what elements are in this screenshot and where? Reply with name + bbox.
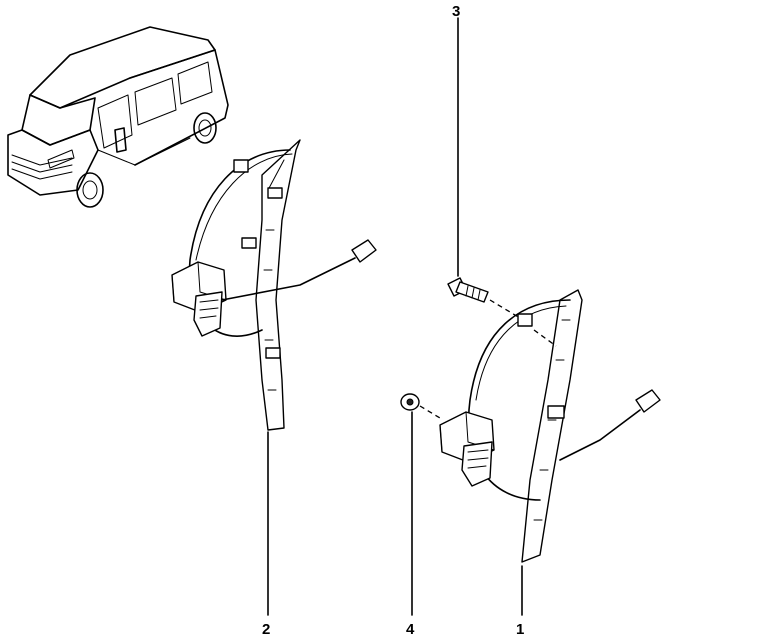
callout-labels: 1 2 3 4 — [262, 3, 524, 638]
mounting-bolt — [447, 17, 557, 347]
cable-clip-right — [517, 313, 533, 327]
callout-1: 1 — [516, 621, 524, 638]
window-regulator-assembly-left — [171, 139, 377, 616]
van-illustration — [7, 26, 229, 208]
callout-3: 3 — [452, 3, 460, 20]
rail-clip-upper — [267, 187, 283, 199]
callout-4: 4 — [406, 621, 415, 638]
harness-connector-left — [351, 239, 377, 263]
harness-connector-right — [635, 389, 661, 413]
rail-clip-middle — [241, 237, 257, 249]
regulator-motor-left — [171, 261, 227, 337]
rail-clip-lower — [265, 347, 281, 359]
cable-clip — [233, 159, 249, 173]
window-regulator-assembly-right — [439, 289, 661, 616]
regulator-motor-right — [439, 411, 495, 487]
mounting-nut — [400, 393, 441, 616]
rail-clip-right — [547, 405, 565, 419]
callout-2: 2 — [262, 621, 270, 638]
